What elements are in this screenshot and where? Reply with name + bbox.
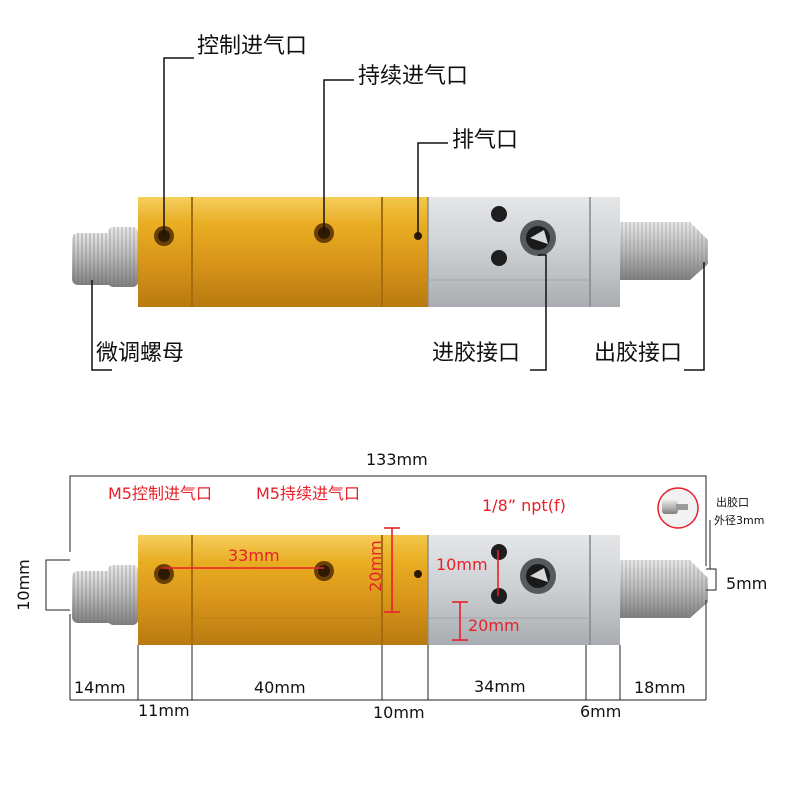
glue-inlet-label: 进胶接口 (432, 341, 521, 366)
m5-control-inlet-label: M5控制进气口 (108, 484, 212, 503)
leader-adjust-nut (91, 280, 112, 371)
silver-height-label: 20mm (468, 616, 520, 635)
glue-outlet-label: 出胶接口 (594, 341, 683, 366)
segment-10mm-label: 10mm (373, 703, 425, 722)
segment-40mm-label: 40mm (254, 678, 306, 697)
outlet-name-label: 出胶口 (716, 496, 749, 509)
inlet-spacing-label: 33mm (228, 546, 280, 565)
adjust-nut-label: 微调螺母 (96, 341, 185, 366)
m5-continuous-inlet-label: M5持续进气口 (256, 484, 360, 503)
nut-height-label: 10mm (14, 559, 33, 611)
outlet-detail-inset (657, 487, 699, 529)
tip-diameter-label: 5mm (726, 574, 768, 593)
continuous-inlet-label: 持续进气口 (358, 64, 469, 89)
segment-34mm-label: 34mm (474, 677, 526, 696)
leader-glue-inlet (530, 254, 547, 371)
dimension-lines (45, 475, 717, 701)
leader-control-inlet (163, 57, 194, 236)
control-inlet-label: 控制进气口 (197, 34, 308, 59)
red-annotations (162, 527, 499, 641)
npt-thread-label: 1/8” npt(f) (482, 496, 566, 515)
segment-14mm-label: 14mm (74, 678, 126, 697)
segment-11mm-label: 11mm (138, 701, 190, 720)
outlet-od-label: 外径3mm (714, 514, 765, 527)
exhaust-label: 排气口 (452, 128, 519, 153)
leader-glue-outlet (684, 262, 705, 371)
segment-6mm-label: 6mm (580, 702, 622, 721)
gold-height-label: 20mm (366, 540, 385, 592)
valve-dimension-view (71, 534, 709, 646)
total-length-label: 133mm (366, 450, 428, 469)
valve-top-view (71, 196, 709, 308)
leader-exhaust (417, 142, 448, 236)
leader-continuous-inlet (323, 79, 354, 233)
silver-hole-spacing-label: 10mm (436, 555, 488, 574)
segment-18mm-label: 18mm (634, 678, 686, 697)
